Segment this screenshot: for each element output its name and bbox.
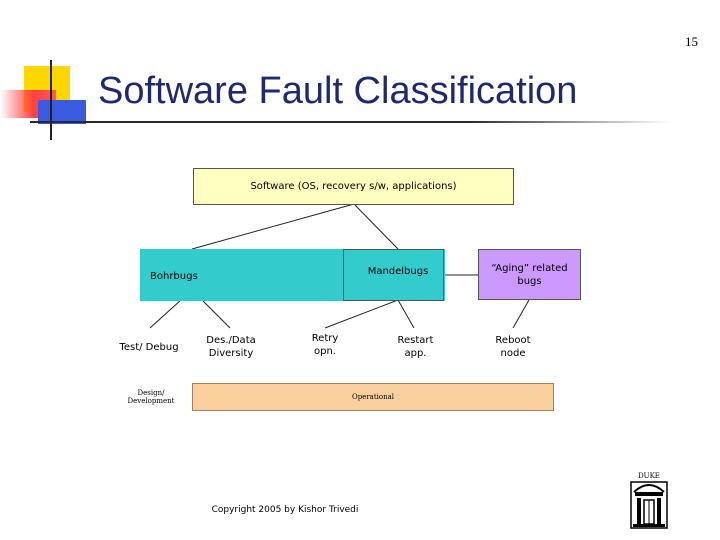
- connector-mandelbugs-restart: [397, 299, 415, 329]
- root-node-software: Software (OS, recovery s/w, applications…: [193, 168, 514, 205]
- restart-label: Restart app.: [397, 335, 434, 359]
- operational-bar: Operational: [192, 383, 554, 411]
- slide-title: Software Fault Classification: [98, 70, 578, 112]
- test-debug-label: Test/ Debug: [119, 341, 179, 353]
- connector-mandelbugs-retry: [324, 299, 399, 329]
- duke-logo: DUKE: [628, 470, 670, 530]
- page-number: 15: [685, 34, 698, 49]
- connector-root-bohrbugs: [191, 203, 355, 250]
- connector-root-mandelbugs: [353, 203, 399, 250]
- connector-aging-reboot: [512, 299, 530, 329]
- aging-label: “Aging” related bugs: [491, 262, 568, 287]
- des-data-diversity-label: Des./Data Diversity: [206, 335, 256, 359]
- retry-label: Retry opn.: [311, 333, 339, 357]
- title-underline: [30, 121, 670, 123]
- root-node-label: Software (OS, recovery s/w, applications…: [250, 181, 457, 192]
- operational-label: Operational: [351, 393, 395, 401]
- mandelbugs-label: Mandelbugs: [367, 265, 429, 277]
- duke-chapel-icon: DUKE: [630, 472, 668, 529]
- decor-blue-square: [38, 100, 86, 124]
- decor-vertical-bar: [50, 60, 52, 140]
- reboot-label: Reboot node: [495, 335, 531, 359]
- logo-wordmark: DUKE: [638, 472, 660, 480]
- copyright-text: Copyright 2005 by Kishor Trivedi: [211, 505, 359, 515]
- title-underline-fade: [470, 121, 670, 123]
- design-development-label: Design/ Development: [127, 389, 175, 405]
- bohrbugs-label: Bohrbugs: [150, 270, 198, 282]
- aging-node: “Aging” related bugs: [478, 249, 581, 300]
- mandelbugs-node: [343, 249, 444, 301]
